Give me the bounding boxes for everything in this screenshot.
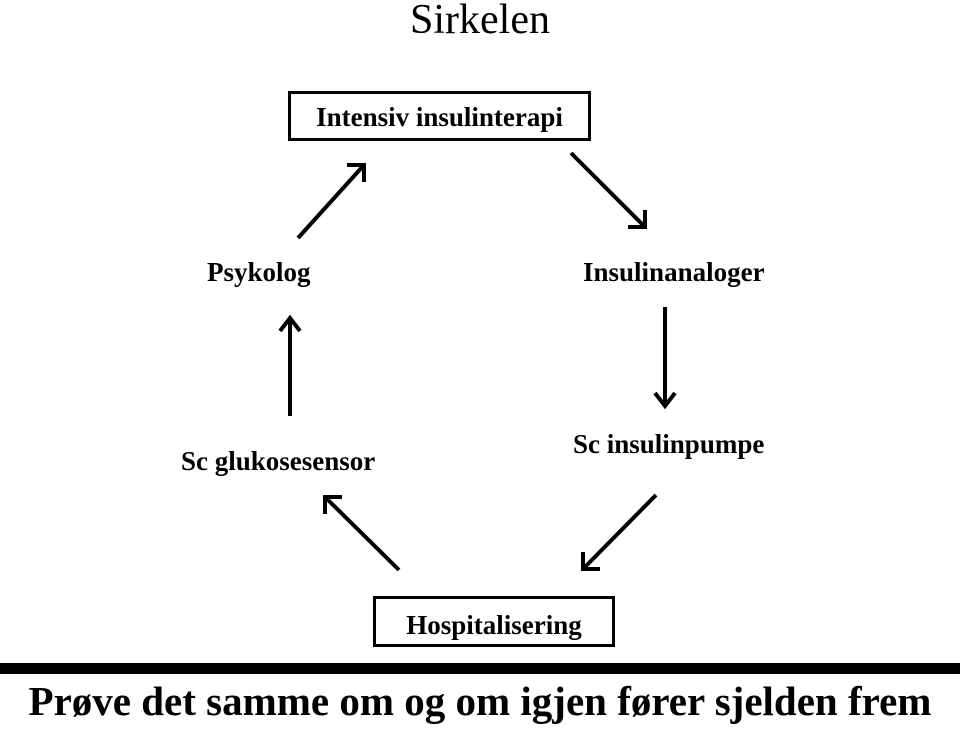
- arrow-top-to-insulinanaloger: [569, 151, 647, 229]
- arrow-psykolog-to-top: [296, 163, 366, 240]
- footer-banner: Prøve det samme om og om igjen fører sje…: [0, 663, 960, 729]
- node-insulinanaloger: Insulinanaloger: [583, 257, 765, 287]
- node-sc-glukosesensor: Sc glukosesensor: [181, 446, 376, 476]
- arrow-insulinpumpe-to-hospitalisering: [581, 493, 658, 571]
- node-sc-insulinpumpe: Sc insulinpumpe: [573, 429, 765, 459]
- footer-text: Prøve det samme om og om igjen fører sje…: [0, 674, 960, 729]
- arrow-hospitalisering-to-glukosesensor: [323, 495, 401, 572]
- node-psykolog: Psykolog: [207, 257, 311, 287]
- diagram-title: Sirkelen: [410, 0, 550, 43]
- arrow-glukosesensor-to-psykolog: [278, 314, 302, 416]
- node-intensiv-insulinterapi: Intensiv insulinterapi: [288, 91, 591, 141]
- node-hospitalisering: Hospitalisering: [373, 596, 615, 647]
- arrow-insulinanaloger-to-insulinpumpe: [653, 307, 677, 410]
